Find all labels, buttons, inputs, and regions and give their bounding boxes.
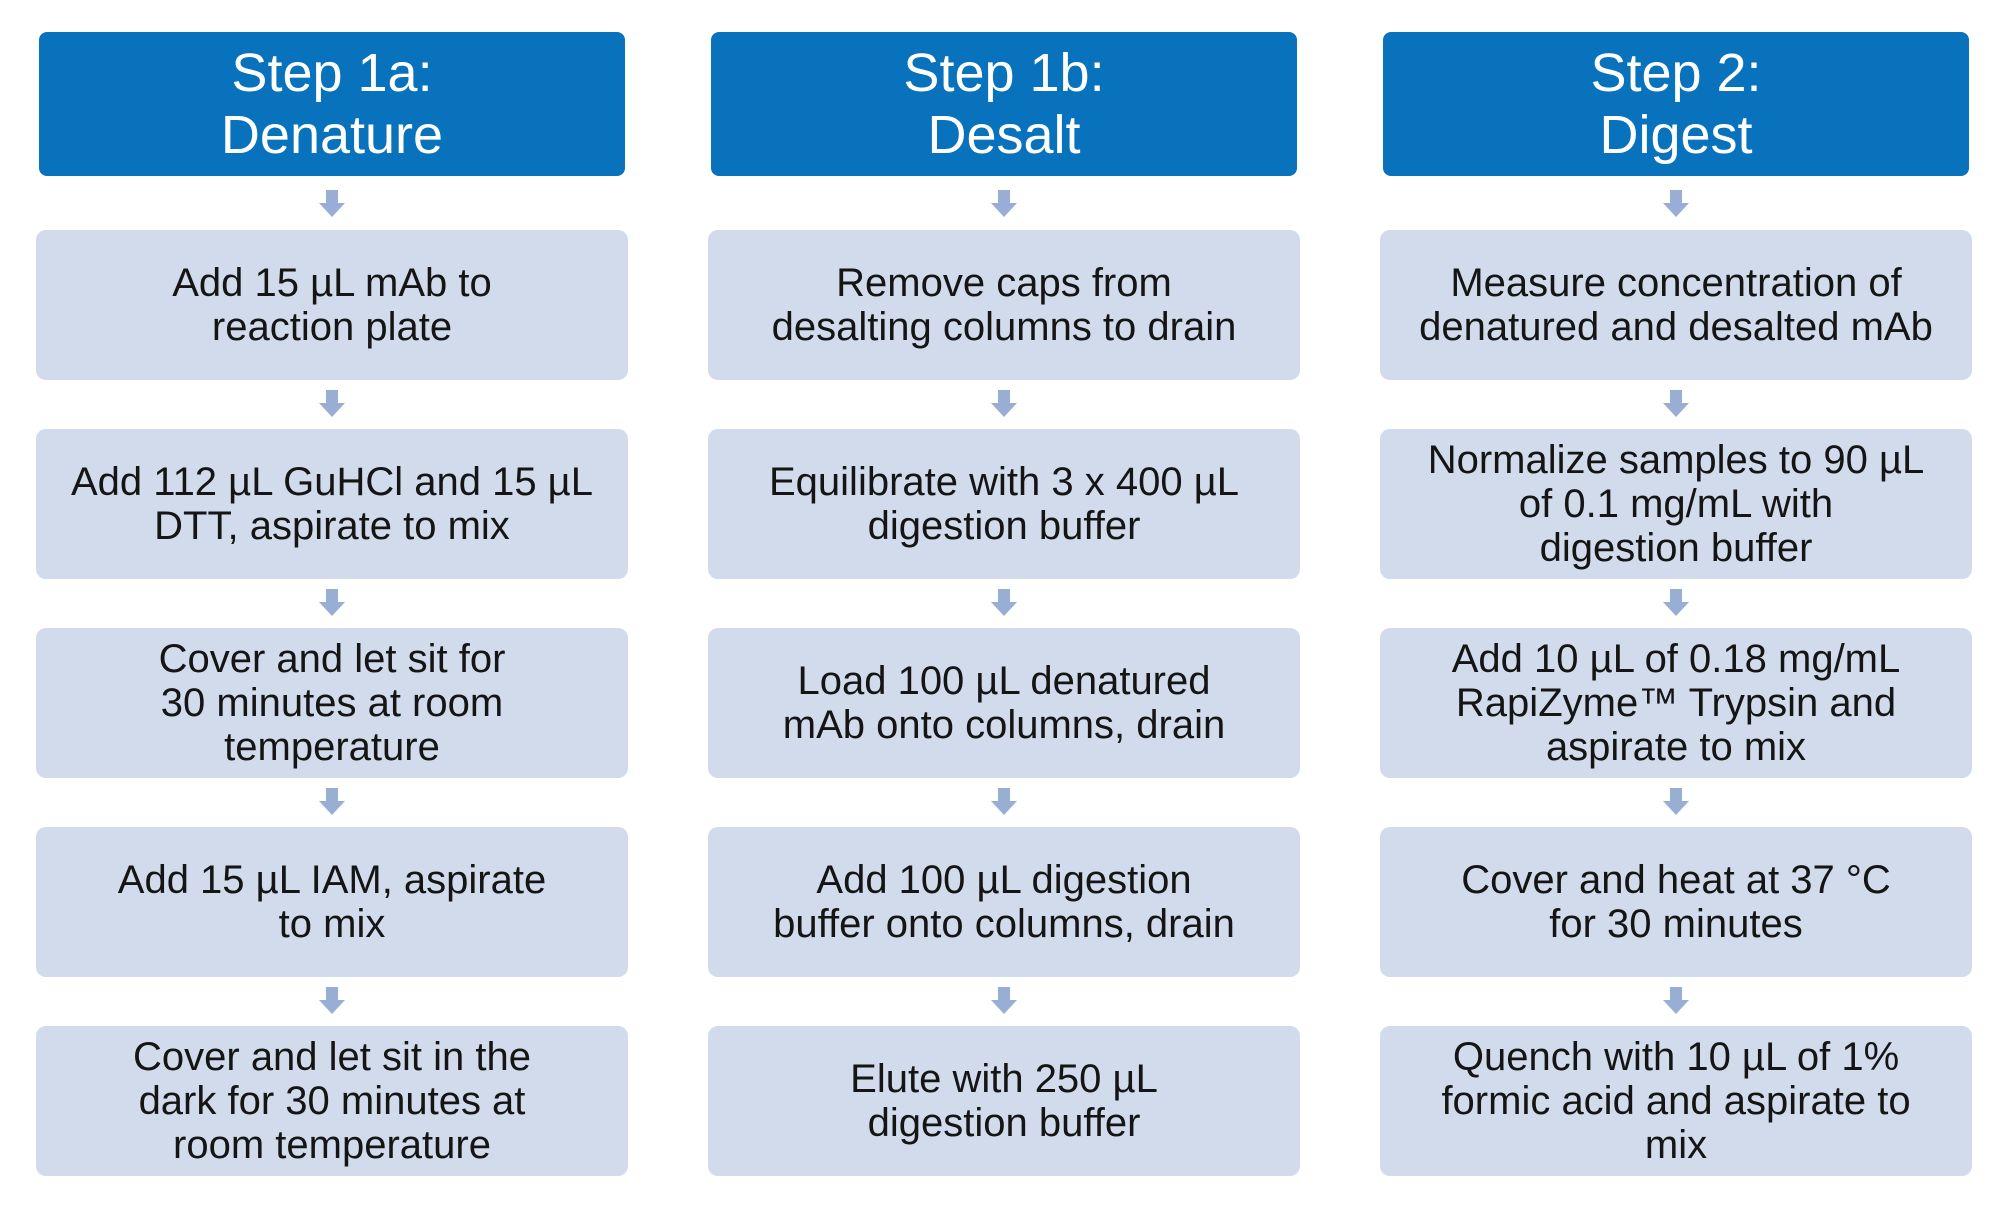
step-2-2: Normalize samples to 90 µL of 0.1 mg/mL … — [1380, 429, 1972, 579]
step-1a-1: Add 15 µL mAb to reaction plate — [36, 230, 628, 380]
step-1a-4-label: Add 15 µL IAM, aspirate to mix — [117, 858, 547, 946]
arrow-down-icon — [991, 788, 1017, 818]
step-1b-4: Add 100 µL digestion buffer onto columns… — [708, 827, 1300, 977]
arrow-down-icon — [319, 987, 345, 1017]
arrow-down-icon — [319, 190, 345, 220]
header-step-2-label: Step 2: Digest — [1590, 43, 1762, 165]
step-1a-5: Cover and let sit in the dark for 30 min… — [36, 1026, 628, 1176]
step-2-3-label: Add 10 µL of 0.18 mg/mL RapiZyme™ Trypsi… — [1451, 637, 1901, 769]
arrow-down-icon — [991, 190, 1017, 220]
arrow-down-icon — [991, 987, 1017, 1017]
step-1b-5-label: Elute with 250 µL digestion buffer — [850, 1057, 1158, 1145]
step-1a-2-label: Add 112 µL GuHCl and 15 µL DTT, aspirate… — [71, 460, 593, 548]
step-2-4: Cover and heat at 37 °C for 30 minutes — [1380, 827, 1972, 977]
step-1b-1: Remove caps from desalting columns to dr… — [708, 230, 1300, 380]
step-1a-2: Add 112 µL GuHCl and 15 µL DTT, aspirate… — [36, 429, 628, 579]
arrow-down-icon — [1663, 190, 1689, 220]
step-1b-4-label: Add 100 µL digestion buffer onto columns… — [773, 858, 1235, 946]
step-2-4-label: Cover and heat at 37 °C for 30 minutes — [1461, 858, 1891, 946]
step-1b-3: Load 100 µL denatured mAb onto columns, … — [708, 628, 1300, 778]
step-2-3: Add 10 µL of 0.18 mg/mL RapiZyme™ Trypsi… — [1380, 628, 1972, 778]
arrow-down-icon — [991, 390, 1017, 420]
step-1b-3-label: Load 100 µL denatured mAb onto columns, … — [782, 659, 1226, 747]
step-1a-5-label: Cover and let sit in the dark for 30 min… — [133, 1035, 531, 1167]
step-1a-3: Cover and let sit for 30 minutes at room… — [36, 628, 628, 778]
step-2-5-label: Quench with 10 µL of 1% formic acid and … — [1441, 1035, 1911, 1167]
header-step-1a-label: Step 1a: Denature — [220, 43, 444, 165]
arrow-down-icon — [1663, 987, 1689, 1017]
arrow-down-icon — [1663, 589, 1689, 619]
arrow-down-icon — [319, 390, 345, 420]
header-step-1a: Step 1a: Denature — [39, 32, 625, 176]
step-1a-3-label: Cover and let sit for 30 minutes at room… — [158, 637, 506, 769]
arrow-down-icon — [319, 788, 345, 818]
header-step-1b-label: Step 1b: Desalt — [903, 43, 1105, 165]
step-1b-5: Elute with 250 µL digestion buffer — [708, 1026, 1300, 1176]
step-1b-1-label: Remove caps from desalting columns to dr… — [771, 261, 1237, 349]
arrow-down-icon — [319, 589, 345, 619]
arrow-down-icon — [991, 589, 1017, 619]
arrow-down-icon — [1663, 390, 1689, 420]
step-1b-2-label: Equilibrate with 3 x 400 µL digestion bu… — [769, 460, 1239, 548]
step-1b-2: Equilibrate with 3 x 400 µL digestion bu… — [708, 429, 1300, 579]
step-2-1-label: Measure concentration of denatured and d… — [1419, 261, 1933, 349]
step-2-5: Quench with 10 µL of 1% formic acid and … — [1380, 1026, 1972, 1176]
header-step-2: Step 2: Digest — [1383, 32, 1969, 176]
step-1a-1-label: Add 15 µL mAb to reaction plate — [172, 261, 492, 349]
header-step-1b: Step 1b: Desalt — [711, 32, 1297, 176]
step-2-2-label: Normalize samples to 90 µL of 0.1 mg/mL … — [1427, 438, 1925, 570]
step-2-1: Measure concentration of denatured and d… — [1380, 230, 1972, 380]
arrow-down-icon — [1663, 788, 1689, 818]
step-1a-4: Add 15 µL IAM, aspirate to mix — [36, 827, 628, 977]
